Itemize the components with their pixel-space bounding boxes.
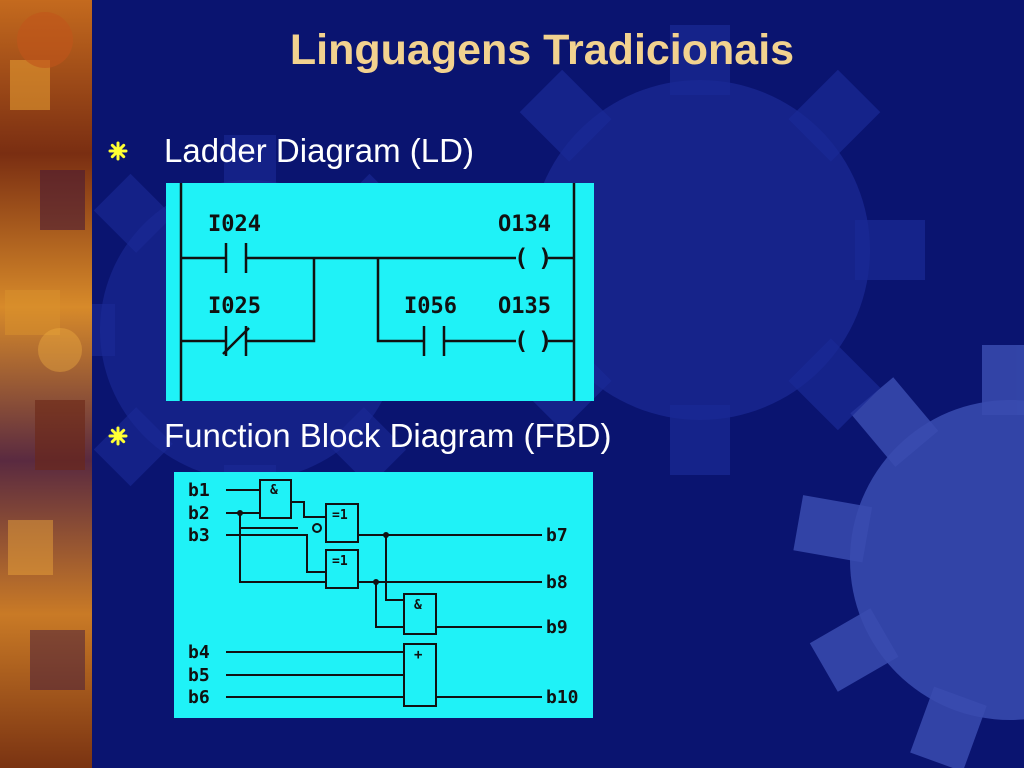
block-label-and1: & — [270, 483, 278, 498]
coil-O134-right: ) — [538, 244, 552, 272]
contact-no-I056 — [422, 326, 446, 356]
contact-no-I024 — [224, 243, 248, 273]
function-block-diagram: b1 b2 b3 b4 b5 b6 b7 b8 b9 b10 & =1 =1 &… — [174, 472, 593, 718]
contact-nc-I025 — [222, 326, 250, 356]
coil-label-O135: O135 — [498, 294, 551, 319]
slide-title: Linguagens Tradicionais — [289, 26, 795, 74]
block-xor1 — [325, 503, 359, 543]
coil-label-O134: O134 — [498, 212, 551, 237]
input-label-b3: b3 — [188, 525, 210, 546]
input-label-b4: b4 — [188, 642, 210, 663]
branch-wire-I025 — [181, 258, 316, 343]
block-xor2 — [325, 549, 359, 589]
wire-and2-in1 — [385, 535, 404, 601]
rung-2-wire — [376, 258, 574, 343]
contact-label-I025: I025 — [208, 294, 261, 319]
decorative-strip — [0, 0, 92, 768]
junction-b2 — [237, 510, 243, 516]
wire-and1-out — [291, 501, 326, 518]
output-label-b8: b8 — [546, 572, 568, 593]
junction-b7 — [383, 532, 389, 538]
contact-label-I056: I056 — [404, 294, 457, 319]
output-label-b7: b7 — [546, 525, 568, 546]
bullet-label: Ladder Diagram (LD) — [164, 132, 474, 169]
bullet-label: Function Block Diagram (FBD) — [164, 417, 612, 454]
bullet-function-block-diagram: Function Block Diagram (FBD) — [108, 416, 611, 456]
function-block-diagram-drawing: b1 b2 b3 b4 b5 b6 b7 b8 b9 b10 & =1 =1 &… — [188, 479, 579, 708]
ladder-diagram-drawing: I024 O134 ( ) I025 I056 O135 ( ) — [179, 183, 576, 401]
coil-O135-left: ( — [514, 327, 528, 355]
coil-O135-right: ) — [538, 327, 552, 355]
inverter-circle — [312, 523, 322, 533]
input-label-b2: b2 — [188, 503, 210, 524]
wire-and2-in2 — [375, 582, 404, 628]
bullet-ladder-diagram: Ladder Diagram (LD) — [108, 131, 474, 171]
wire-b3 — [226, 534, 326, 573]
contact-label-I024: I024 — [208, 212, 261, 237]
block-label-add1: + — [414, 647, 422, 663]
input-label-b1: b1 — [188, 480, 210, 501]
wire-b2-branch — [239, 513, 326, 583]
block-and1 — [259, 479, 292, 519]
starburst-bullet-icon — [108, 141, 128, 161]
wire-b2-tap — [239, 513, 298, 529]
junction-b8 — [373, 579, 379, 585]
gear-large-right — [793, 345, 1024, 768]
block-label-and2: & — [414, 598, 422, 613]
input-label-b5: b5 — [188, 665, 210, 686]
output-label-b10: b10 — [546, 687, 579, 708]
starburst-bullet-icon — [108, 426, 128, 446]
output-label-b9: b9 — [546, 617, 568, 638]
block-and2 — [403, 593, 437, 635]
block-label-xor2: =1 — [332, 554, 348, 569]
coil-O134-left: ( — [514, 244, 528, 272]
block-label-xor1: =1 — [332, 508, 348, 523]
block-add1 — [403, 643, 437, 707]
ladder-diagram: I024 O134 ( ) I025 I056 O135 ( ) — [166, 183, 594, 401]
input-label-b6: b6 — [188, 687, 210, 708]
